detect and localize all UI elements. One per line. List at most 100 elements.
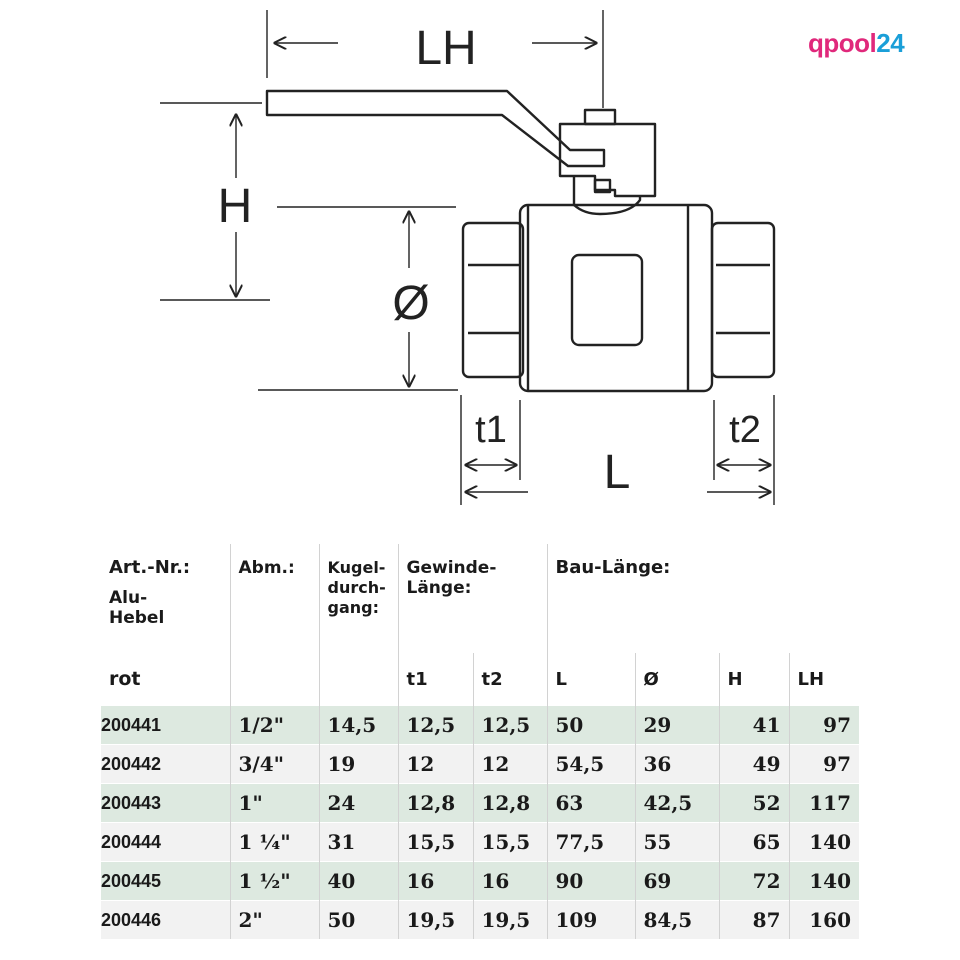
- cell-h: 52: [719, 783, 790, 823]
- header-kugel: Kugel- durch- gang:: [319, 544, 399, 653]
- cell-t1: 19,5: [398, 900, 474, 939]
- header-kugel-3: gang:: [327, 598, 380, 617]
- cell-t1: 12: [398, 744, 474, 784]
- header-row-1: Art.-Nr.: Alu- Hebel Abm.: Kugel- durch-…: [101, 544, 859, 653]
- cell-h: 41: [719, 705, 790, 745]
- cell-t2: 15,5: [473, 822, 548, 862]
- label-lh: LH: [415, 22, 476, 75]
- header-t2: t2: [473, 653, 548, 706]
- label-diameter: Ø: [392, 277, 429, 330]
- cell-abm: 2": [230, 900, 320, 939]
- left-connector: [461, 221, 525, 379]
- cell-t1: 12,5: [398, 705, 474, 745]
- cell-t1: 15,5: [398, 822, 474, 862]
- cell-t1: 16: [398, 861, 474, 901]
- lever-nut: [583, 108, 617, 126]
- cell-h: 49: [719, 744, 790, 784]
- cell-l: 90: [547, 861, 636, 901]
- cell-t2: 16: [473, 861, 548, 901]
- cell-kugel: 14,5: [319, 705, 399, 745]
- cell-kugel: 50: [319, 900, 399, 939]
- cell-art: 200441: [101, 705, 231, 745]
- header-art: Art.-Nr.: Alu- Hebel: [101, 544, 231, 653]
- cell-d: 69: [635, 861, 720, 901]
- logo-part2: 24: [876, 28, 905, 58]
- table-row: 200442 3/4" 19 12 12 54,5 36 49 97: [101, 744, 859, 784]
- lever-housing: [558, 122, 657, 198]
- cell-d: 55: [635, 822, 720, 862]
- cell-art: 200446: [101, 900, 231, 939]
- header-h: H: [719, 653, 790, 706]
- right-connector: [710, 221, 776, 379]
- header-lh: LH: [797, 668, 825, 690]
- lever: [265, 89, 606, 168]
- cell-t2: 12: [473, 744, 548, 784]
- cell-h: 72: [719, 861, 790, 901]
- logo-part1: qpool: [808, 28, 877, 58]
- brand-logo: qpool24: [808, 28, 905, 59]
- table-row: 200441 1/2" 14,5 12,5 12,5 50 29 41 97: [101, 705, 859, 745]
- cell-d: 29: [635, 705, 720, 745]
- table-row: 200444 1 ¼" 31 15,5 15,5 77,5 55 65 140: [101, 822, 859, 862]
- table-row: 200443 1" 24 12,8 12,8 63 42,5 52 117: [101, 783, 859, 823]
- cell-d: 42,5: [635, 783, 720, 823]
- cell-l: 109: [547, 900, 636, 939]
- label-l: L: [604, 446, 631, 499]
- header-row-2: rot t1 t2 L Ø H LH: [101, 653, 859, 706]
- label-t1: t1: [475, 409, 507, 451]
- cell-abm: 1": [230, 783, 320, 823]
- cell-lh: 117: [789, 783, 859, 823]
- header-empty-kugel: [319, 653, 399, 706]
- cell-kugel: 40: [319, 861, 399, 901]
- cell-l: 63: [547, 783, 636, 823]
- table-row: 200446 2" 50 19,5 19,5 109 84,5 87 160: [101, 900, 859, 939]
- ball-valve-drawing: LH H Ø t1 t2 L: [160, 10, 776, 505]
- cell-lh: 160: [789, 900, 859, 939]
- header-kugel-1: Kugel-: [327, 558, 386, 577]
- header-hebel: Hebel: [109, 608, 165, 628]
- cell-art: 200443: [101, 783, 231, 823]
- header-gewinde-2: Länge:: [406, 578, 472, 598]
- header-t1: t1: [398, 653, 474, 706]
- cell-h: 65: [719, 822, 790, 862]
- cell-abm: 1/2": [230, 705, 320, 745]
- header-art-nr: Art.-Nr.:: [109, 557, 191, 578]
- cell-art: 200445: [101, 861, 231, 901]
- label-h: H: [218, 180, 253, 233]
- header-gewinde-1: Gewinde-: [406, 558, 497, 578]
- cell-abm: 1 ½": [230, 861, 320, 901]
- cell-l: 54,5: [547, 744, 636, 784]
- cell-t2: 19,5: [473, 900, 548, 939]
- cell-t1: 12,8: [398, 783, 474, 823]
- cell-t2: 12,5: [473, 705, 548, 745]
- cell-l: 50: [547, 705, 636, 745]
- cell-lh: 140: [789, 861, 859, 901]
- header-l: L: [547, 653, 636, 706]
- header-alu: Alu-: [109, 588, 148, 608]
- valve-body: [518, 203, 714, 393]
- cell-art: 200444: [101, 822, 231, 862]
- cell-d: 84,5: [635, 900, 720, 939]
- cell-kugel: 31: [319, 822, 399, 862]
- cell-art: 200442: [101, 744, 231, 784]
- label-t2: t2: [729, 409, 761, 451]
- cell-lh: 97: [789, 744, 859, 784]
- cell-lh: 140: [789, 822, 859, 862]
- cell-kugel: 19: [319, 744, 399, 784]
- cell-t2: 12,8: [473, 783, 548, 823]
- body-window: [570, 253, 644, 347]
- cell-abm: 1 ¼": [230, 822, 320, 862]
- cell-l: 77,5: [547, 822, 636, 862]
- header-baulaenge: Bau-Länge:: [555, 557, 671, 578]
- header-kugel-2: durch-: [327, 578, 386, 597]
- table-row: 200445 1 ½" 40 16 16 90 69 72 140: [101, 861, 859, 901]
- header-abm: Abm.:: [230, 544, 320, 653]
- cell-lh: 97: [789, 705, 859, 745]
- header-rot: rot: [101, 653, 231, 706]
- cell-d: 36: [635, 744, 720, 784]
- cell-abm: 3/4": [230, 744, 320, 784]
- spec-table: Art.-Nr.: Alu- Hebel Abm.: Kugel- durch-…: [101, 544, 859, 939]
- header-gewinde: Gewinde- Länge:: [398, 544, 548, 653]
- cell-h: 87: [719, 900, 790, 939]
- header-d: Ø: [635, 653, 720, 706]
